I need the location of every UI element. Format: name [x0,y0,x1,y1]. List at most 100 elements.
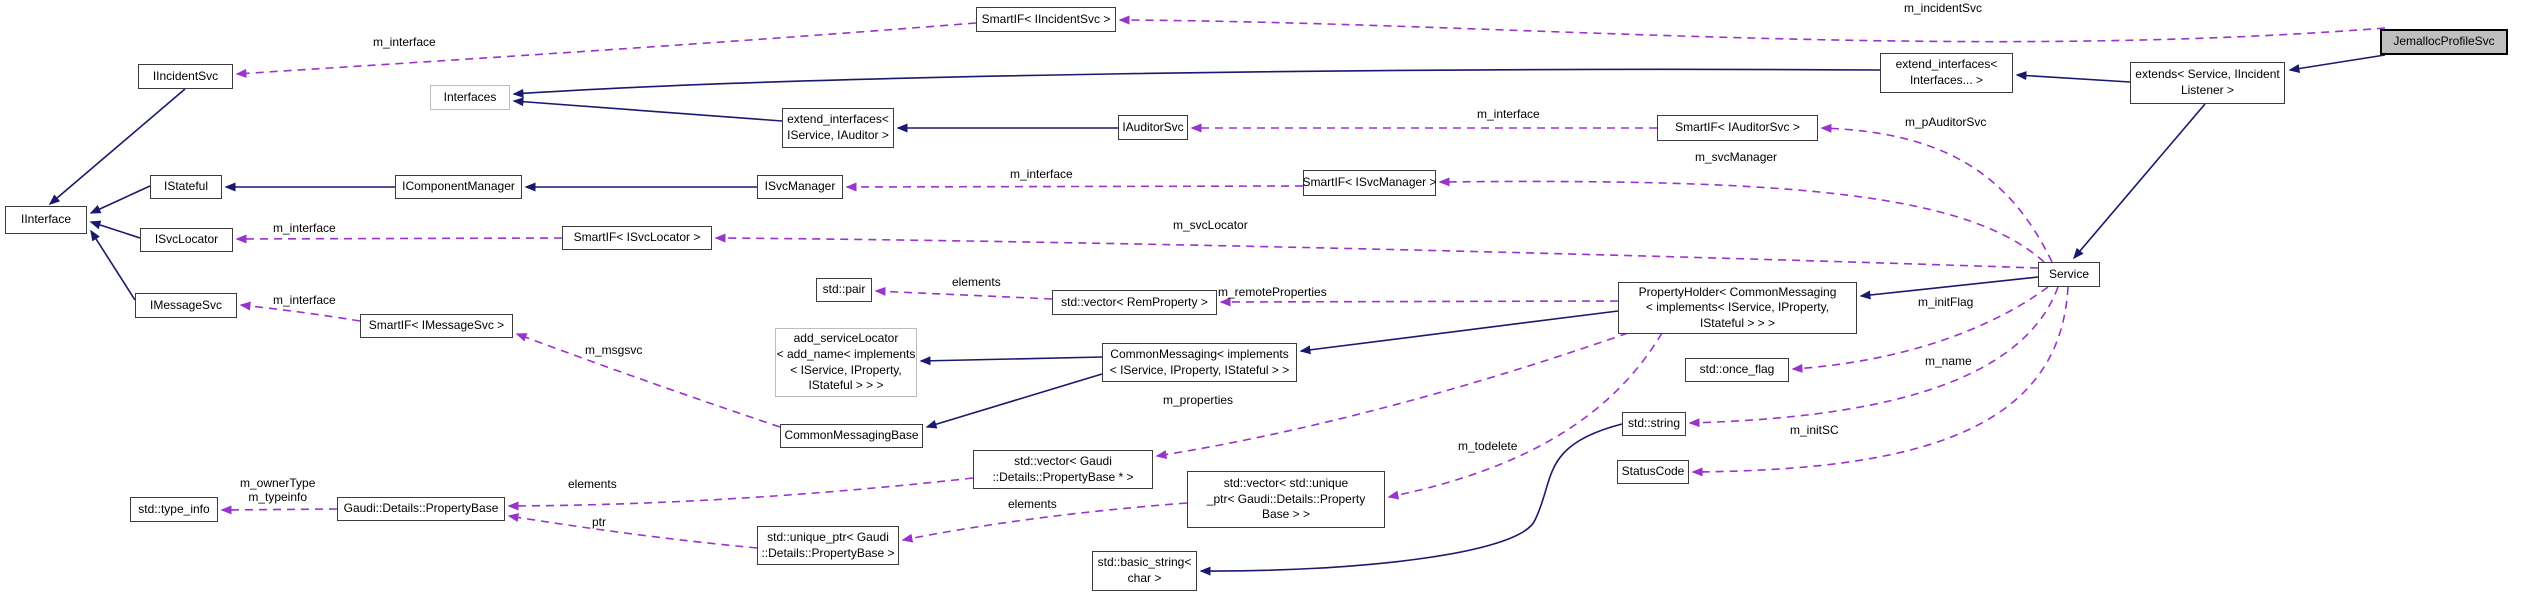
inheritance-edge-iincidentsvc-to-iinterface [48,88,186,205]
class-node-label: Service [2048,266,2089,281]
edge-label-line: elements [1008,497,1057,511]
edge-label-line: m_properties [1163,393,1234,407]
class-node-commonmessaging[interactable]: CommonMessaging< implements< IService, I… [1102,343,1297,382]
class-node-label: < IService, IProperty, IStateful > > [1109,362,1290,377]
class-node-istateful[interactable]: IStateful [150,175,222,199]
class-node-label: Interfaces [443,89,497,104]
class-node-label: IInterface [20,212,72,227]
class-node-smartif_iauditorsvc[interactable]: SmartIF< IAuditorSvc > [1657,115,1818,141]
class-node-label: IIncidentSvc [152,68,219,83]
class-node-label: std::vector< std::unique [1223,476,1349,491]
inheritance-edge-istateful-to-iinterface [89,185,151,214]
edge-label: m_interface [273,221,336,236]
class-node-jemalloc[interactable]: JemallocProfileSvc [2380,29,2508,55]
class-node-isvcmanager[interactable]: ISvcManager [757,175,843,199]
class-node-extend_iservice_iauditor[interactable]: extend_interfaces<IService, IAuditor > [782,108,894,148]
class-node-label: char > [1127,571,1162,585]
inheritance-edge-jemalloc-to-extends_service [2288,54,2386,73]
class-node-label: std::pair [822,282,866,297]
class-node-label: std::unique_ptr< Gaudi [767,529,889,544]
usage-edge-vector_remproperty-to-std_pair [874,286,1053,300]
class-node-propertyholder[interactable]: PropertyHolder< CommonMessaging< impleme… [1618,282,1857,334]
inheritance-edge-service-to-propertyholder [1859,276,2039,300]
class-node-label: PropertyHolder< CommonMessaging [1638,284,1837,299]
edge-label-line: elements [568,477,617,491]
class-node-label: CommonMessagingBase [784,428,919,443]
class-node-vector_propertybase_ptr[interactable]: std::vector< Gaudi::Details::PropertyBas… [973,450,1153,489]
usage-edge-smartif_isvclocator-to-isvclocator [235,234,563,244]
class-node-type_info[interactable]: std::type_info [130,497,218,522]
edge-label-line: m_interface [1010,167,1073,181]
class-node-label: std::string [1627,416,1681,431]
class-node-label: extend_interfaces< [787,112,889,127]
usage-edge-smartif_isvcmanager-to-isvcmanager [845,182,1304,192]
edge-label: m_interface [273,293,336,308]
class-node-label: IMessageSvc [149,297,223,312]
class-node-unique_ptr[interactable]: std::unique_ptr< Gaudi::Details::Propert… [757,526,899,565]
usage-edge-service-to-smartif_isvclocator [714,233,2039,269]
class-node-std_string[interactable]: std::string [1622,412,1686,436]
edge-label-line: m_ownerType [240,476,316,490]
usage-edge-service-to-smartif_iauditorsvc [1820,123,2053,263]
edge-label-line: m_remoteProperties [1218,285,1327,299]
class-node-iinterface[interactable]: IInterface [5,206,87,234]
class-node-iauditorsvc[interactable]: IAuditorSvc [1118,115,1188,140]
class-node-label: std::vector< RemProperty > [1061,294,1208,309]
class-node-smartif_imessagesvc[interactable]: SmartIF< IMessageSvc > [360,314,513,338]
class-node-iincidentsvc[interactable]: IIncidentSvc [138,64,233,89]
inheritance-edge-commonmessaging-to-commonmessagingbase [925,373,1103,429]
class-node-interfaces[interactable]: Interfaces [430,85,510,110]
usage-edge-jemalloc-to-smartif_iincidentsvc [1118,15,2386,43]
inheritance-edge-extends_service-to-extend_interfaces_dots [2015,71,2131,83]
class-node-label: < IService, IProperty, [790,362,902,377]
usage-edge-vector_propertybase_ptr-to-gaudi_propertybase [507,477,974,511]
class-node-label: extends< Service, IIncident [2135,67,2280,82]
class-node-label: ISvcManager [764,179,836,194]
class-node-add_servicelocator[interactable]: add_serviceLocator< add_name< implements… [775,328,917,397]
class-node-label: IComponentManager [402,179,515,194]
class-node-label: IStateful > > > [1699,315,1776,330]
inheritance-edge-commonmessaging-to-add_servicelocator [919,356,1103,366]
edge-label: m_interface [1010,167,1073,182]
class-node-gaudi_propertybase[interactable]: Gaudi::Details::PropertyBase [337,497,505,521]
edge-label: m_svcManager [1695,150,1777,165]
edge-label-line: m_name [1925,354,1972,368]
class-node-commonmessagingbase[interactable]: CommonMessagingBase [780,424,923,448]
class-node-statuscode[interactable]: StatusCode [1617,460,1689,484]
class-node-once_flag[interactable]: std::once_flag [1685,358,1789,382]
edge-label: elements [952,275,1001,290]
class-node-basic_string[interactable]: std::basic_string<char > [1092,551,1197,591]
usage-edge-service-to-smartif_isvcmanager [1438,177,2045,263]
class-node-label: ::Details::PropertyBase * > [992,469,1134,484]
class-node-isvclocator[interactable]: ISvcLocator [140,228,233,252]
class-node-label: IStateful [163,179,209,194]
class-node-label: ISvcLocator [154,232,219,247]
edge-label: m_interface [373,35,436,50]
class-node-smartif_isvclocator[interactable]: SmartIF< ISvcLocator > [562,226,712,250]
edge-label: m_interface [1477,107,1540,122]
class-node-vector_unique_ptr[interactable]: std::vector< std::unique_ptr< Gaudi::Det… [1187,471,1385,528]
class-node-label: < implements< IService, IProperty, [1645,300,1830,315]
class-node-vector_remproperty[interactable]: std::vector< RemProperty > [1052,290,1217,315]
class-node-label: std::basic_string< [1097,555,1192,570]
usage-edge-propertyholder-to-vector_propertybase_ptr [1155,332,1629,459]
class-node-label: IService, IAuditor > [787,128,889,142]
class-node-imessagesvc[interactable]: IMessageSvc [135,293,237,318]
edge-label-line: m_initSC [1790,423,1839,437]
class-node-icomponentmanager[interactable]: IComponentManager [395,175,522,199]
class-node-smartif_iincidentsvc[interactable]: SmartIF< IIncidentSvc > [976,7,1116,32]
inheritance-edge-imessagesvc-to-iinterface [90,229,136,301]
inheritance-edge-extend_interfaces_dots-to-interfaces [512,68,1881,98]
class-node-std_pair[interactable]: std::pair [816,278,872,302]
class-node-label: Listener > [2180,83,2235,97]
edge-label-line: m_interface [373,35,436,49]
inheritance-edge-propertyholder-to-commonmessaging [1299,310,1619,355]
class-node-extend_interfaces_dots[interactable]: extend_interfaces<Interfaces... > [1880,53,2013,93]
edge-label-line: m_incidentSvc [1904,1,1983,15]
class-node-service[interactable]: Service [2038,262,2100,287]
edge-label: elements [1008,497,1057,512]
class-node-smartif_isvcmanager[interactable]: SmartIF< ISvcManager > [1302,170,1437,196]
